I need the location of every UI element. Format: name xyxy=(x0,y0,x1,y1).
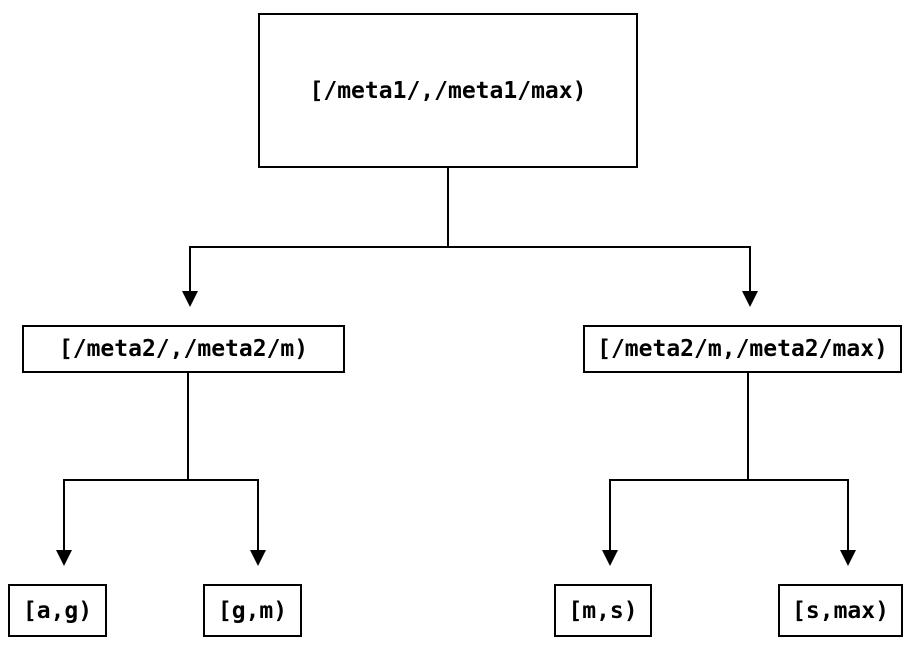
node-label: [/meta1/,/meta1/max) xyxy=(309,77,587,104)
node-label: [s,max) xyxy=(792,597,889,624)
arrow-down-icon xyxy=(840,550,856,566)
arrow-down-icon xyxy=(250,550,266,566)
tree-node-root: [/meta1/,/meta1/max) xyxy=(258,13,638,168)
node-label: [/meta2/m,/meta2/max) xyxy=(597,336,888,362)
tree-leaf-a-g: [a,g) xyxy=(8,584,107,637)
tree-leaf-g-m: [g,m) xyxy=(203,584,302,637)
node-label: [a,g) xyxy=(22,597,93,624)
node-label: [/meta2/,/meta2/m) xyxy=(58,336,309,362)
arrow-down-icon xyxy=(742,291,758,307)
tree-node-meta2-right: [/meta2/m,/meta2/max) xyxy=(583,325,902,373)
arrow-down-icon xyxy=(56,550,72,566)
tree-node-meta2-left: [/meta2/,/meta2/m) xyxy=(22,325,345,373)
arrow-down-icon xyxy=(182,291,198,307)
node-label: [g,m) xyxy=(217,597,288,624)
tree-leaf-m-s: [m,s) xyxy=(554,584,652,637)
tree-leaf-s-max: [s,max) xyxy=(778,584,903,637)
node-label: [m,s) xyxy=(568,597,638,624)
arrow-down-icon xyxy=(602,550,618,566)
